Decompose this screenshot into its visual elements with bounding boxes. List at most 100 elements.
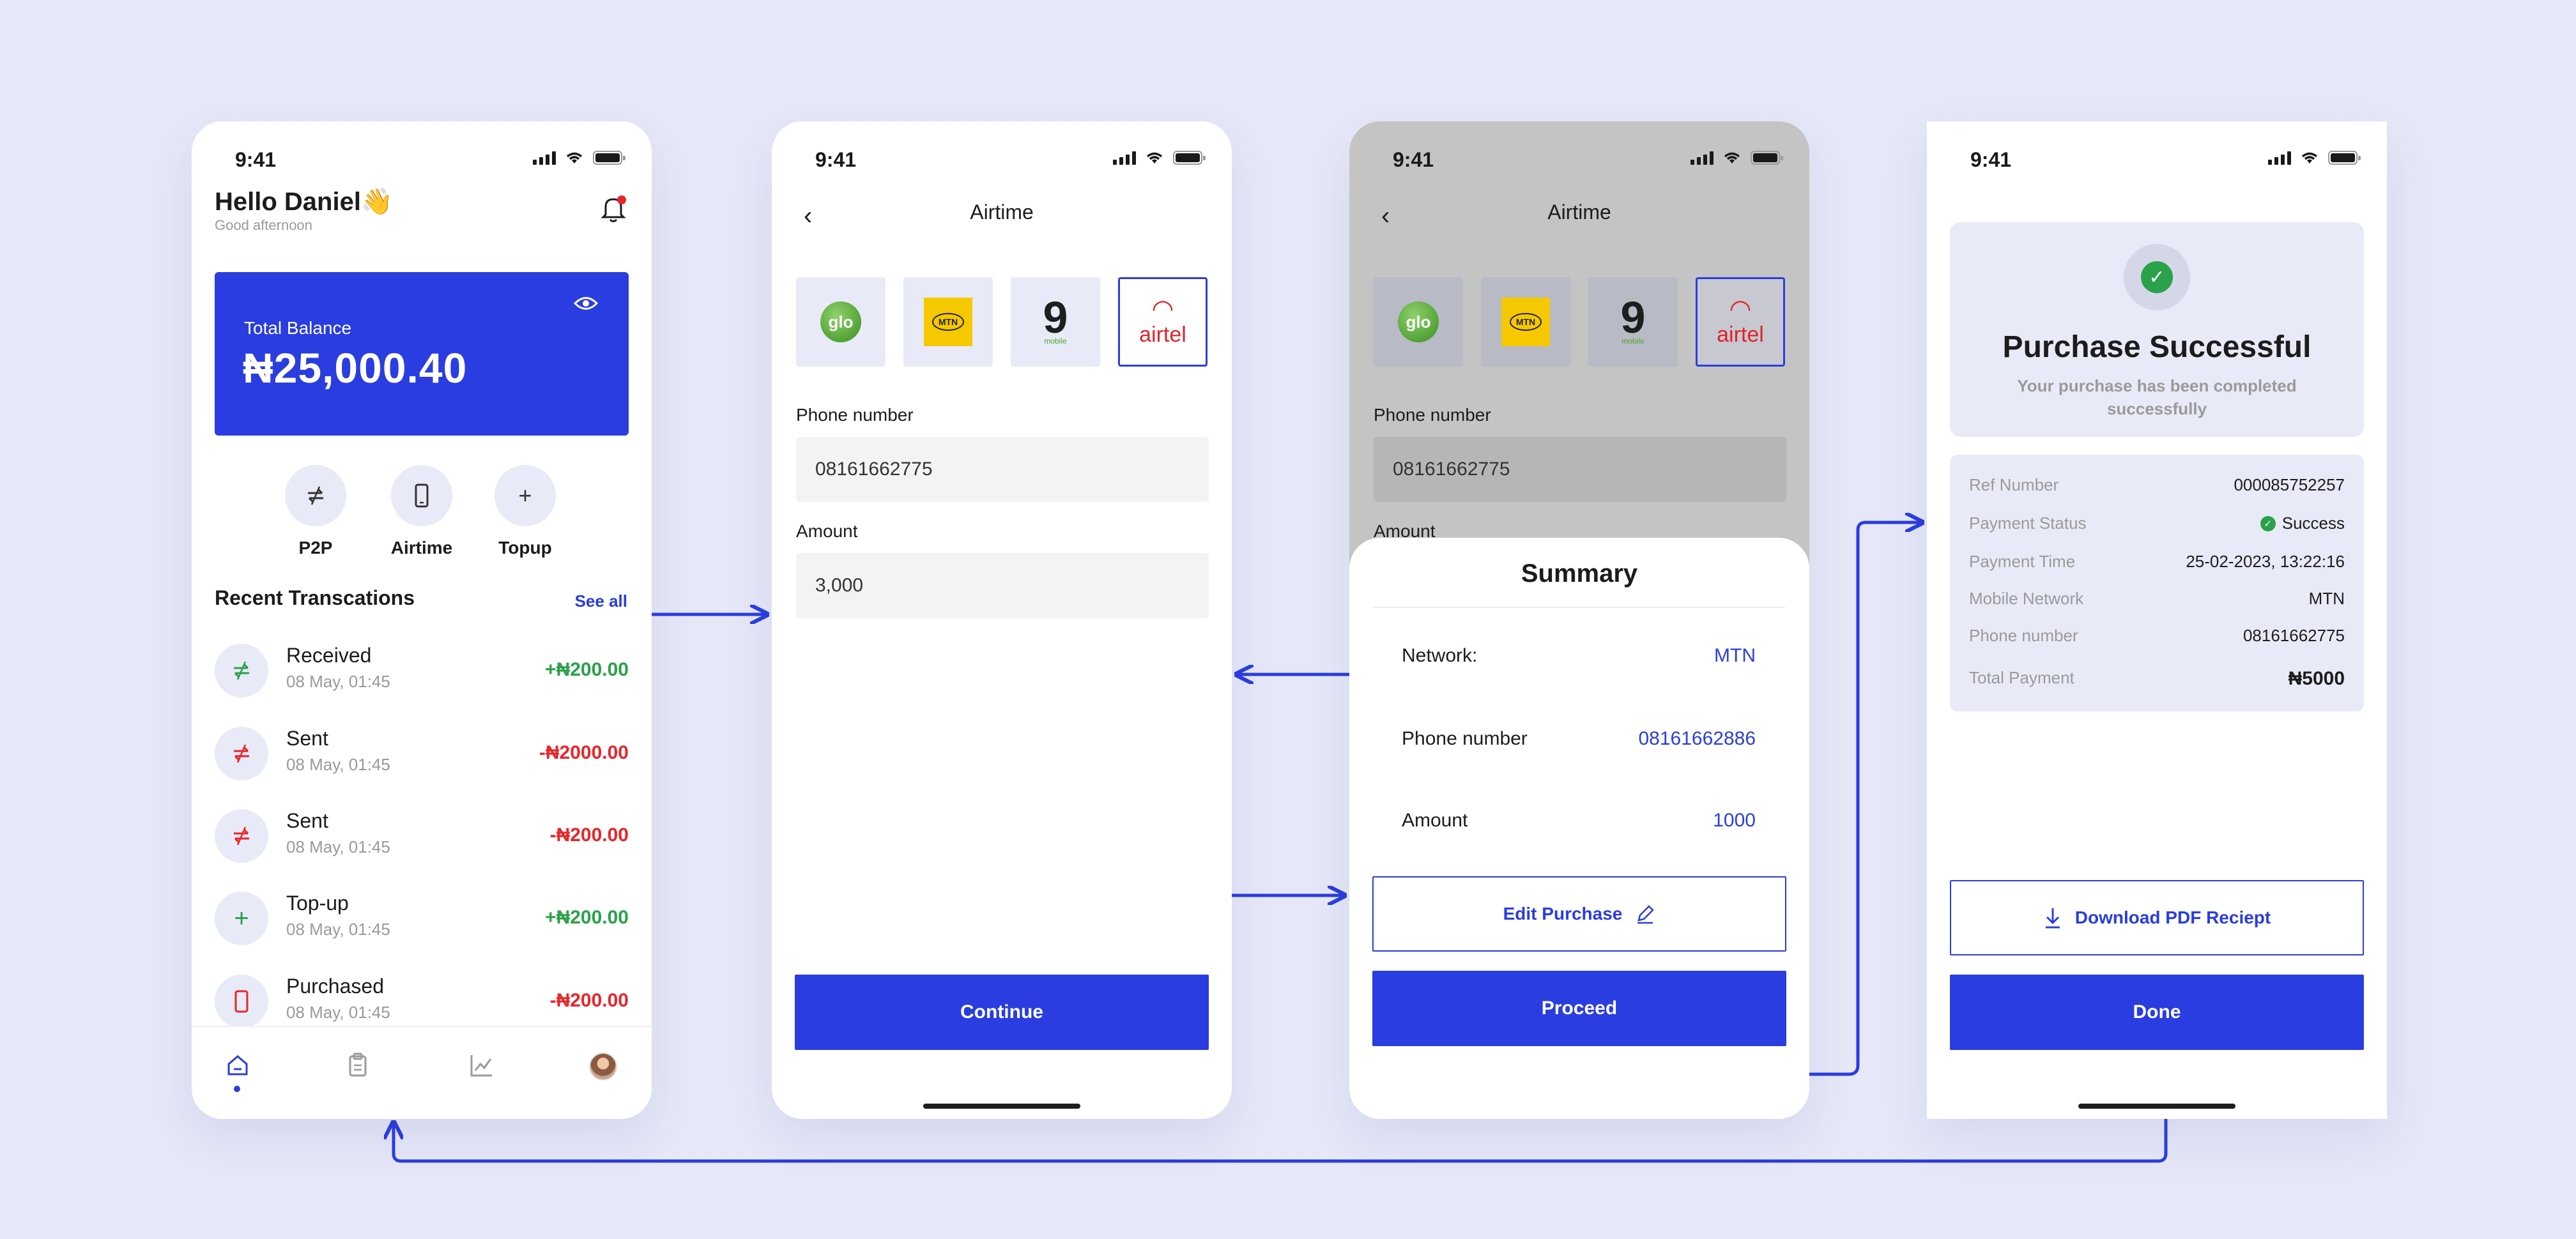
detail-value: 000085752257 [2234, 475, 2345, 494]
wifi-icon [1146, 152, 1163, 163]
airtel-logo-text: airtel [1139, 323, 1186, 347]
transaction-date: 08 May, 01:45 [286, 672, 390, 691]
action-label: P2P [298, 538, 333, 558]
download-receipt-button[interactable]: Download PDF Reciept [1950, 880, 2364, 955]
amount-label: Amount [1374, 521, 1436, 541]
plus-icon: + [215, 892, 268, 945]
continue-button[interactable]: Continue [795, 975, 1209, 1050]
detail-key: Mobile Network [1969, 589, 2084, 608]
see-all-link[interactable]: See all [574, 591, 627, 611]
transaction-name: Top-up [286, 892, 349, 915]
status-text: Success [2281, 513, 2345, 533]
transaction-row[interactable]: Sent 08 May, 01:45 -₦200.00 [215, 807, 629, 864]
network-option-mtn[interactable]: MTN [1481, 277, 1570, 367]
transaction-name: Received [286, 644, 372, 667]
chart-icon[interactable] [469, 1053, 494, 1078]
summary-title: Summary [1521, 559, 1638, 588]
status-bar: 9:41 [772, 143, 1232, 175]
status-time: 9:41 [815, 148, 857, 171]
phone-number-input[interactable]: 08161662775 [796, 437, 1209, 502]
detail-value: ₦5000 [2288, 668, 2345, 689]
mtn-logo-text: MTN [931, 313, 965, 331]
summary-value: 1000 [1713, 810, 1756, 831]
transaction-row[interactable]: Purchased 08 May, 01:45 -₦200.00 [215, 972, 629, 1030]
summary-value: MTN [1714, 645, 1756, 666]
network-option-glo[interactable]: glo [1374, 277, 1463, 367]
success-badge: ✓ [2124, 244, 2190, 310]
check-icon: ✓ [2141, 261, 2173, 293]
9mobile-logo-sub: mobile [1044, 337, 1067, 346]
transfer-icon [215, 727, 268, 780]
success-message: Your purchase has been completed success… [2017, 376, 2297, 418]
edit-purchase-label: Edit Purchase [1503, 904, 1623, 924]
proceed-button[interactable]: Proceed [1372, 971, 1786, 1046]
transaction-name: Purchased [286, 975, 384, 998]
signal-icon [1113, 151, 1136, 165]
phone-number-input[interactable]: 08161662775 [1374, 437, 1786, 502]
bottom-navigation [192, 1026, 652, 1119]
balance-amount: ₦25,000.40 [243, 344, 468, 391]
edit-purchase-button[interactable]: Edit Purchase [1372, 876, 1786, 952]
transaction-name: Sent [286, 727, 328, 750]
network-option-mtn[interactable]: MTN [903, 277, 993, 367]
home-indicator [2078, 1104, 2235, 1109]
flow-done-to-home [394, 1051, 2168, 1163]
check-icon: ✓ [2260, 515, 2276, 531]
status-bar: 9:41 [1927, 143, 2387, 175]
detail-key: Phone number [1969, 626, 2078, 645]
transaction-row[interactable]: Received 08 May, 01:45 +₦200.00 [215, 641, 629, 699]
9mobile-logo-number: 9 [1620, 293, 1646, 342]
download-label: Download PDF Reciept [2074, 908, 2271, 927]
home-screen: 9:41 Hello Daniel👋 Good afternoon Total … [192, 121, 652, 1119]
phone-icon [215, 975, 268, 1028]
summary-key: Amount [1402, 810, 1468, 831]
transfer-icon [285, 465, 346, 526]
transaction-row[interactable]: + Top-up 08 May, 01:45 +₦200.00 [215, 889, 629, 946]
status-time: 9:41 [235, 148, 277, 171]
battery-icon [593, 151, 625, 165]
transaction-amount: -₦200.00 [549, 990, 629, 1011]
signal-icon [1690, 151, 1713, 165]
summary-sheet: Summary Network: MTN Phone number 081616… [1349, 538, 1809, 1119]
network-option-glo[interactable]: glo [796, 277, 885, 367]
notification-bell-icon[interactable] [599, 194, 627, 224]
summary-value: 08161662886 [1638, 728, 1756, 749]
transaction-date: 08 May, 01:45 [286, 1003, 390, 1022]
home-icon[interactable] [225, 1053, 250, 1078]
action-topup[interactable]: + Topup [480, 465, 570, 558]
transaction-row[interactable]: Sent 08 May, 01:45 -₦2000.00 [215, 724, 629, 782]
battery-icon [2328, 151, 2361, 165]
network-option-airtel[interactable]: ◠airtel [1118, 277, 1208, 367]
mtn-logo: MTN [924, 298, 972, 346]
glo-logo: glo [820, 301, 861, 342]
action-airtime[interactable]: Airtime [377, 465, 466, 558]
wifi-icon [1724, 152, 1740, 163]
done-button[interactable]: Done [1950, 975, 2364, 1050]
transaction-date: 08 May, 01:45 [286, 837, 390, 856]
transfer-icon [215, 644, 268, 697]
home-indicator [923, 1104, 1080, 1109]
receipt-details: Ref Number 000085752257 Payment Status ✓… [1950, 455, 2364, 711]
airtel-logo: ◠airtel [1717, 295, 1764, 347]
action-label: Topup [498, 538, 552, 558]
avatar[interactable] [589, 1053, 617, 1081]
9mobile-logo-number: 9 [1043, 293, 1068, 342]
eye-icon[interactable] [574, 295, 598, 312]
transaction-name: Sent [286, 809, 328, 832]
transaction-amount: -₦2000.00 [539, 742, 629, 763]
back-icon[interactable]: ‹ [1381, 202, 1390, 230]
detail-key: Payment Status [1969, 513, 2087, 533]
plus-icon: + [494, 465, 556, 526]
action-p2p[interactable]: P2P [271, 465, 360, 558]
back-icon[interactable]: ‹ [804, 202, 813, 230]
summary-key: Phone number [1402, 728, 1528, 749]
9mobile-logo-sub: mobile [1621, 337, 1644, 346]
success-screen: 9:41 ✓ Purchase Successful Your purchase… [1927, 121, 2387, 1119]
amount-input[interactable]: 3,000 [796, 553, 1209, 618]
clipboard-icon[interactable] [346, 1053, 369, 1078]
network-option-airtel[interactable]: ◠airtel [1696, 277, 1785, 367]
